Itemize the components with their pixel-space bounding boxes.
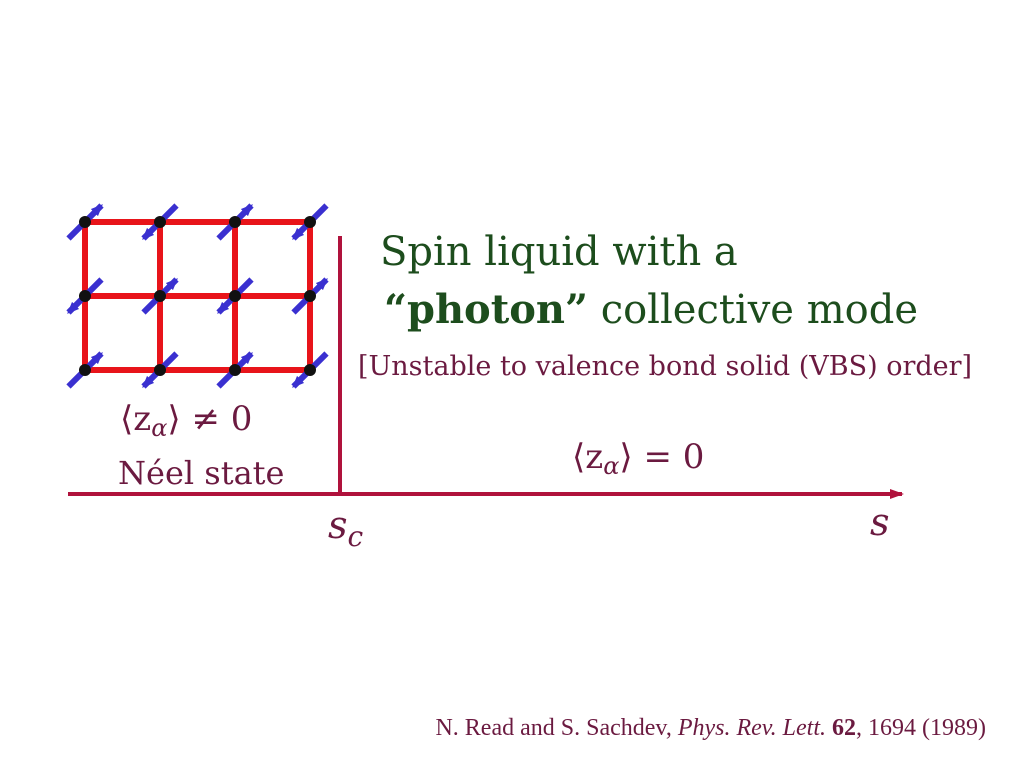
spin-liquid-title-line2: “photon” collective mode: [384, 286, 918, 333]
spin-liquid-title-line1: Spin liquid with a: [380, 229, 738, 275]
critical-coupling-label: sc: [328, 503, 364, 553]
neel-lattice: [82, 219, 313, 373]
lattice-site: [154, 216, 166, 228]
photon-word: “photon”: [384, 286, 588, 333]
disordered-order-parameter: ⟨zα⟩ = 0: [572, 437, 704, 480]
coupling-axis-label: s: [870, 500, 890, 544]
lattice-site: [229, 290, 241, 302]
lattice-site: [229, 216, 241, 228]
lattice-site: [304, 290, 316, 302]
lattice-site: [304, 216, 316, 228]
lattice-site: [79, 216, 91, 228]
collective-mode-text: collective mode: [588, 287, 918, 333]
citation: N. Read and S. Sachdev, Phys. Rev. Lett.…: [435, 715, 986, 741]
lattice-site: [79, 364, 91, 376]
lattice-site: [304, 364, 316, 376]
neel-order-parameter: ⟨zα⟩ ≠ 0: [120, 399, 252, 442]
vbs-instability-note: [Unstable to valence bond solid (VBS) or…: [358, 351, 972, 382]
lattice-site: [154, 290, 166, 302]
lattice-site: [229, 364, 241, 376]
lattice-site: [79, 290, 91, 302]
neel-state-label: Néel state: [118, 454, 284, 492]
lattice-site: [154, 364, 166, 376]
spins: [66, 203, 329, 389]
